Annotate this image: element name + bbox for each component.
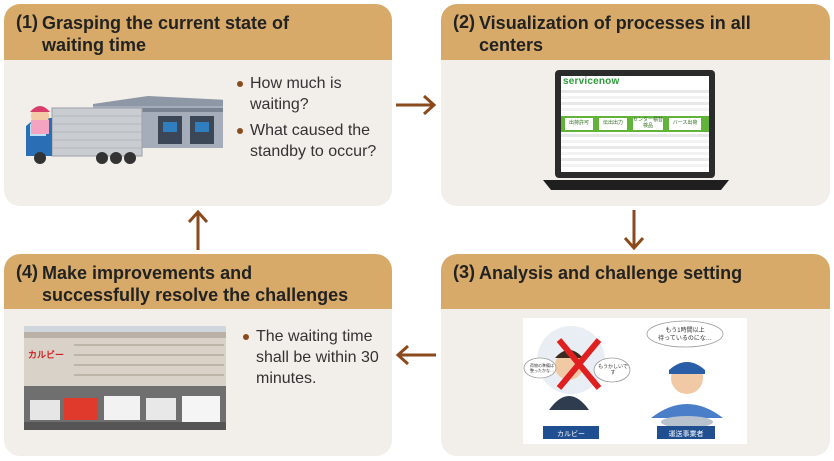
process-step-2: 伝出出力 — [602, 120, 623, 126]
step-4-bullet-list: The waiting time shall be within 30 minu… — [242, 326, 382, 394]
process-step-1: 出荷許可 — [568, 120, 589, 126]
step-1-bullet-list: How much is waiting? What caused the sta… — [236, 73, 386, 167]
left-bubble-small-text: 荷物の準備は 整ったかな… — [530, 363, 554, 373]
step-1-bullet: How much is waiting? — [236, 73, 386, 115]
arrow-up-icon — [187, 209, 209, 250]
step-2-title-line1: Visualization of processes in all — [479, 13, 751, 33]
process-step-4: バース出荷 — [672, 120, 698, 126]
step-4-panel: (4) Make improvements and successfully r… — [4, 254, 392, 456]
analysis-illustration — [523, 318, 747, 444]
step-1-header: (1) Grasping the current state of waitin… — [4, 4, 392, 60]
step-3-panel: (3) Analysis and challenge setting 荷物の準備… — [441, 254, 830, 456]
step-4-number: (4) — [16, 262, 38, 282]
step-4-title-line2: successfully resolve the challenges — [42, 285, 349, 305]
step-2-panel: (2) Visualization of processes in all ce… — [441, 4, 830, 206]
laptop-dashboard-illustration — [543, 70, 729, 190]
step-3-number: (3) — [453, 262, 475, 282]
step-4-header: (4) Make improvements and successfully r… — [4, 254, 392, 309]
step-1-number: (1) — [16, 12, 38, 32]
arrow-left-icon — [395, 344, 436, 366]
left-bubble-cross-text: もうかしいです — [598, 364, 628, 376]
arrow-down-icon — [623, 210, 645, 251]
step-1-bullet: What caused the standby to occur? — [236, 120, 386, 162]
step-4-title-line1: Make improvements and — [42, 263, 253, 283]
step-2-number: (2) — [453, 12, 475, 32]
truck-warehouse-illustration — [26, 96, 223, 164]
step-1-panel: (1) Grasping the current state of waitin… — [4, 4, 392, 206]
arrow-right-icon — [396, 94, 437, 116]
step-3-title: Analysis and challenge setting — [479, 263, 743, 283]
process-step-3: センター積替 検品 — [633, 117, 664, 129]
step-4-bullet: The waiting time shall be within 30 minu… — [242, 326, 382, 389]
right-person-label: 運送事業者 — [668, 431, 704, 438]
distribution-center-photo — [24, 326, 226, 430]
step-3-header: (3) Analysis and challenge setting — [441, 254, 830, 309]
step-1-title-line1: Grasping the current state of — [42, 13, 290, 33]
left-person-label: カルビー — [557, 431, 585, 438]
step-2-header: (2) Visualization of processes in all ce… — [441, 4, 830, 60]
building-sign: カルビー — [28, 350, 65, 360]
step-2-title-line2: centers — [479, 35, 544, 55]
step-1-title-line2: waiting time — [42, 35, 147, 55]
servicenow-logo: servicenow — [563, 76, 620, 87]
right-bubble-text: もう1時間以上 待っているのにな… — [658, 328, 712, 342]
